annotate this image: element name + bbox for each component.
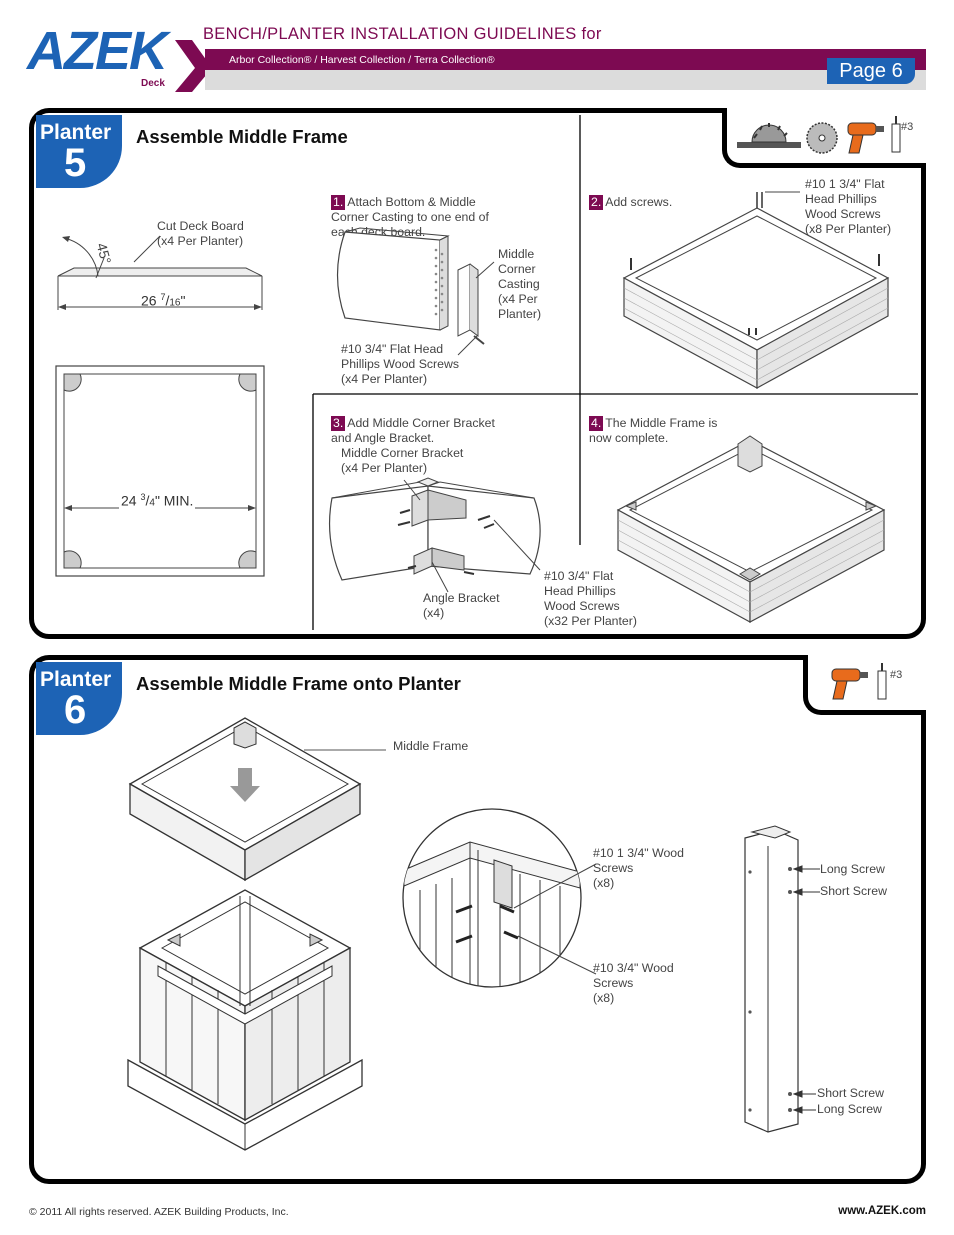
cut-board-diagram: [57, 235, 263, 310]
s3-text: Add Middle Corner Bracket and Angle Brac…: [331, 416, 495, 445]
s2-frame-diagram: [622, 191, 890, 390]
s2-instruction: 2.Add screws.: [589, 180, 672, 210]
header-bar: [205, 49, 926, 70]
s1-text: Attach Bottom & Middle Corner Casting to…: [331, 195, 489, 239]
step6-bit-label: #3: [890, 669, 903, 681]
long-screw-bottom-label: Long Screw: [817, 1102, 882, 1116]
s2-number: 2.: [589, 195, 604, 210]
azek-logo-text: AZEK: [27, 21, 168, 81]
step6-tab-word: Planter: [40, 668, 112, 691]
s4-instruction: 4.The Middle Frame is now complete.: [589, 401, 717, 446]
drill-icon: [847, 122, 884, 154]
step5-dividers: [312, 115, 918, 630]
s3-bracket-diagram: [328, 477, 541, 593]
cut-length-label: 26 7/16": [141, 292, 186, 309]
s1-screws-label: #10 3/4" Flat Head Phillips Wood Screws …: [341, 342, 460, 386]
short-screws-label: #10 3/4" Wood Screws (x8): [593, 961, 674, 1005]
cut-board-label: Cut Deck Board (x4 Per Planter): [157, 219, 244, 248]
s1-instruction: 1.Attach Bottom & Middle Corner Casting …: [331, 180, 531, 240]
saw-blade-icon: [806, 122, 838, 154]
square-min-num: 3: [140, 492, 146, 502]
cut-length-whole: 26: [141, 292, 157, 309]
step6-tools-box: #3: [803, 655, 926, 715]
s1-casting-diagram: [336, 227, 495, 356]
s2-text: Add screws.: [605, 195, 673, 209]
s4-frame-diagram: [616, 435, 886, 624]
long-screw-top-label: Long Screw: [820, 862, 885, 876]
short-screw-top-label: Short Screw: [820, 884, 887, 898]
long-screws-label: #10 1 3/4" Wood Screws (x8): [593, 846, 684, 890]
step6-tab-number: 6: [64, 688, 87, 732]
azek-logo-deck: Deck: [141, 78, 165, 89]
s2-screws-label: #10 1 3/4" Flat Head Phillips Wood Screw…: [805, 177, 892, 236]
step5-tab-word: Planter: [40, 121, 112, 144]
s4-text: The Middle Frame is now complete.: [589, 416, 718, 445]
square-min-den: 4: [149, 497, 155, 509]
step5-tab-number: 5: [64, 141, 87, 185]
website-link[interactable]: www.AZEK.com: [838, 1205, 926, 1217]
square-min-whole: 24: [121, 492, 137, 509]
middle-frame-label: Middle Frame: [393, 739, 469, 753]
step6-title: Assemble Middle Frame onto Planter: [136, 673, 461, 694]
cut-length-den: 16: [169, 297, 181, 309]
header-gray-bar: [205, 70, 926, 90]
step6-tab: Planter 6: [36, 662, 122, 735]
s1-casting-label: Middle Corner Casting (x4 Per Planter): [498, 247, 542, 321]
square-min-suffix: " MIN.: [154, 492, 194, 509]
cut-length-suffix: ": [180, 292, 186, 309]
s3-bracket-label: Middle Corner Bracket (x4 Per Planter): [341, 446, 464, 475]
azek-logo-chevron-icon: [175, 40, 212, 92]
s3-number: 3.: [331, 416, 346, 431]
step5-bit-label: #3: [901, 121, 914, 133]
step5-title: Assemble Middle Frame: [136, 126, 348, 147]
square-min-label: 24 3/4" MIN.: [119, 492, 196, 509]
step5-tools: [737, 116, 901, 154]
collections-line: Arbor Collection® / Harvest Collection /…: [229, 54, 495, 66]
copyright: © 2011 All rights reserved. AZEK Buildin…: [29, 1206, 289, 1218]
square-frame-diagram: [55, 365, 265, 577]
s3-instruction: 3.Add Middle Corner Bracket and Angle Br…: [331, 401, 495, 446]
phillips-bit-icon: [877, 663, 887, 700]
s1-number: 1.: [331, 195, 346, 210]
step5-tools-box: #3: [722, 108, 926, 168]
s4-number: 4.: [589, 416, 604, 431]
short-screw-bottom-label: Short Screw: [817, 1086, 884, 1100]
guide-title: BENCH/PLANTER INSTALLATION GUIDELINES fo…: [203, 25, 602, 43]
drill-icon: [831, 668, 868, 700]
azek-logo: AZEK Deck: [27, 21, 212, 92]
step6-tools: [831, 663, 887, 700]
s3-screws-label: #10 3/4" Flat Head Phillips Wood Screws …: [544, 569, 637, 628]
table-saw-icon: [737, 123, 801, 148]
cut-length-num: 7: [160, 292, 166, 302]
phillips-bit-icon: [891, 116, 901, 153]
s3-angle-label: Angle Bracket (x4): [423, 591, 500, 620]
page-number: Page 6: [827, 58, 915, 84]
step5-tab: Planter 5: [36, 115, 122, 188]
